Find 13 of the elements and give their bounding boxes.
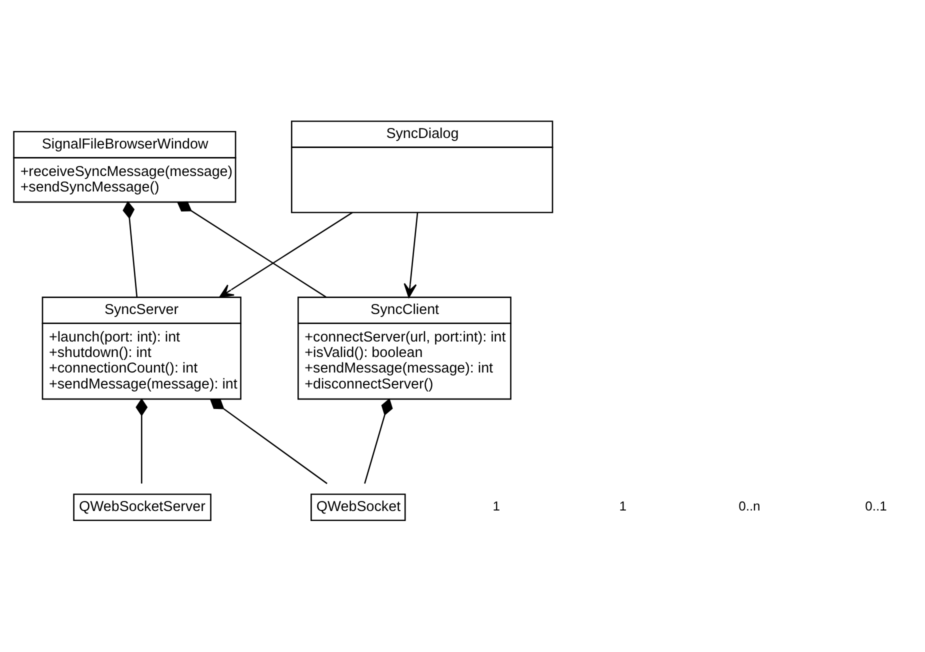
arrow <box>404 212 418 298</box>
connector <box>176 201 326 298</box>
label: 1 <box>492 498 500 514</box>
node-box: QWebSocketServer <box>73 494 212 521</box>
connector <box>364 398 393 484</box>
connector <box>210 398 328 484</box>
connector <box>122 201 138 298</box>
arrow <box>219 212 353 298</box>
label: 0..n <box>738 498 760 514</box>
node-box: QWebSocket <box>310 494 406 521</box>
label: 0..1 <box>865 498 887 514</box>
connector <box>136 398 148 484</box>
label: 1 <box>619 498 627 514</box>
